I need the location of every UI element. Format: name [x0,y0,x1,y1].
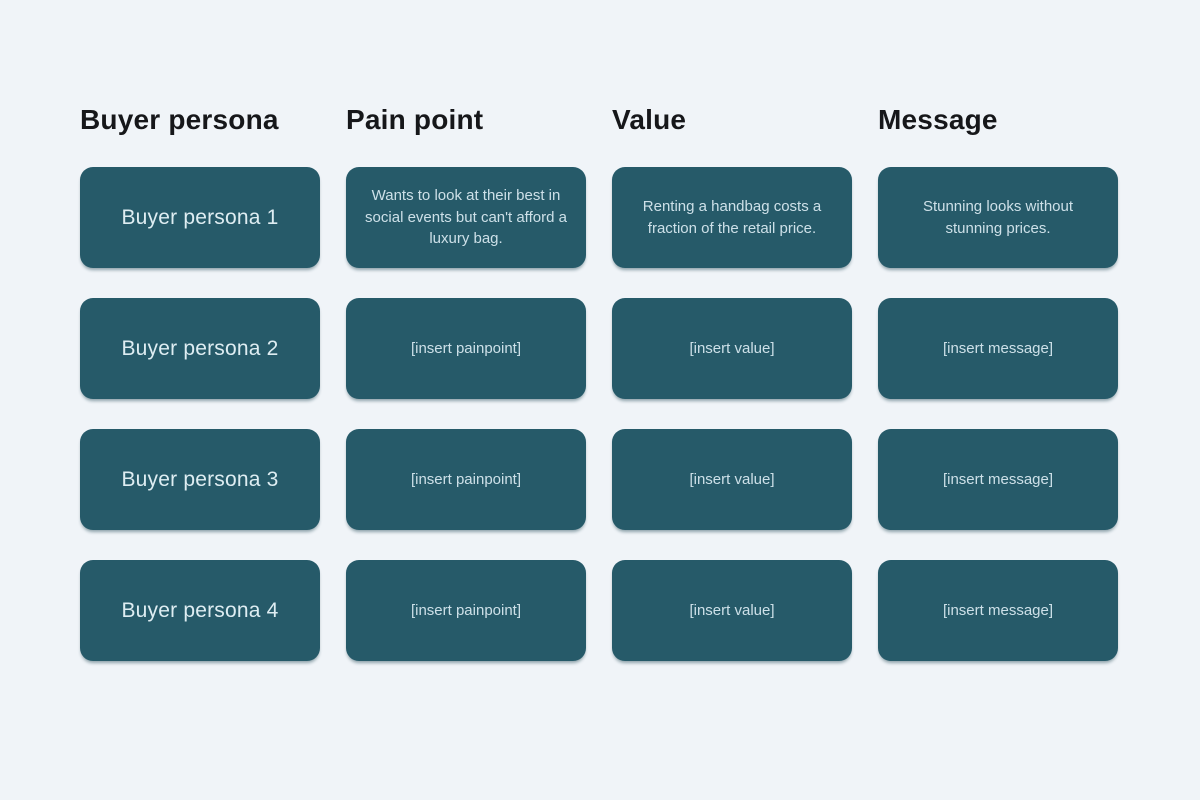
persona-card-row4[interactable]: Buyer persona 4 [80,560,320,661]
pain-point-card-row2[interactable]: [insert painpoint] [346,298,586,399]
column-header-pain-point: Pain point [346,104,484,135]
persona-card-row1[interactable]: Buyer persona 1 [80,167,320,268]
column-header-message: Message [878,104,998,135]
pain-point-card-row4[interactable]: [insert painpoint] [346,560,586,661]
value-card-row2[interactable]: [insert value] [612,298,852,399]
column-header-buyer-persona: Buyer persona [80,104,279,135]
message-card-row2[interactable]: [insert message] [878,298,1118,399]
persona-matrix-grid: Buyer persona Pain point Value Message B… [80,103,1118,661]
pain-point-card-row3[interactable]: [insert painpoint] [346,429,586,530]
column-header-value: Value [612,104,687,135]
pain-point-card-row1[interactable]: Wants to look at their best in social ev… [346,167,586,268]
value-card-row4[interactable]: [insert value] [612,560,852,661]
persona-card-row3[interactable]: Buyer persona 3 [80,429,320,530]
message-card-row3[interactable]: [insert message] [878,429,1118,530]
persona-card-row2[interactable]: Buyer persona 2 [80,298,320,399]
message-card-row4[interactable]: [insert message] [878,560,1118,661]
value-card-row1[interactable]: Renting a handbag costs a fraction of th… [612,167,852,268]
message-card-row1[interactable]: Stunning looks without stunning prices. [878,167,1118,268]
value-card-row3[interactable]: [insert value] [612,429,852,530]
